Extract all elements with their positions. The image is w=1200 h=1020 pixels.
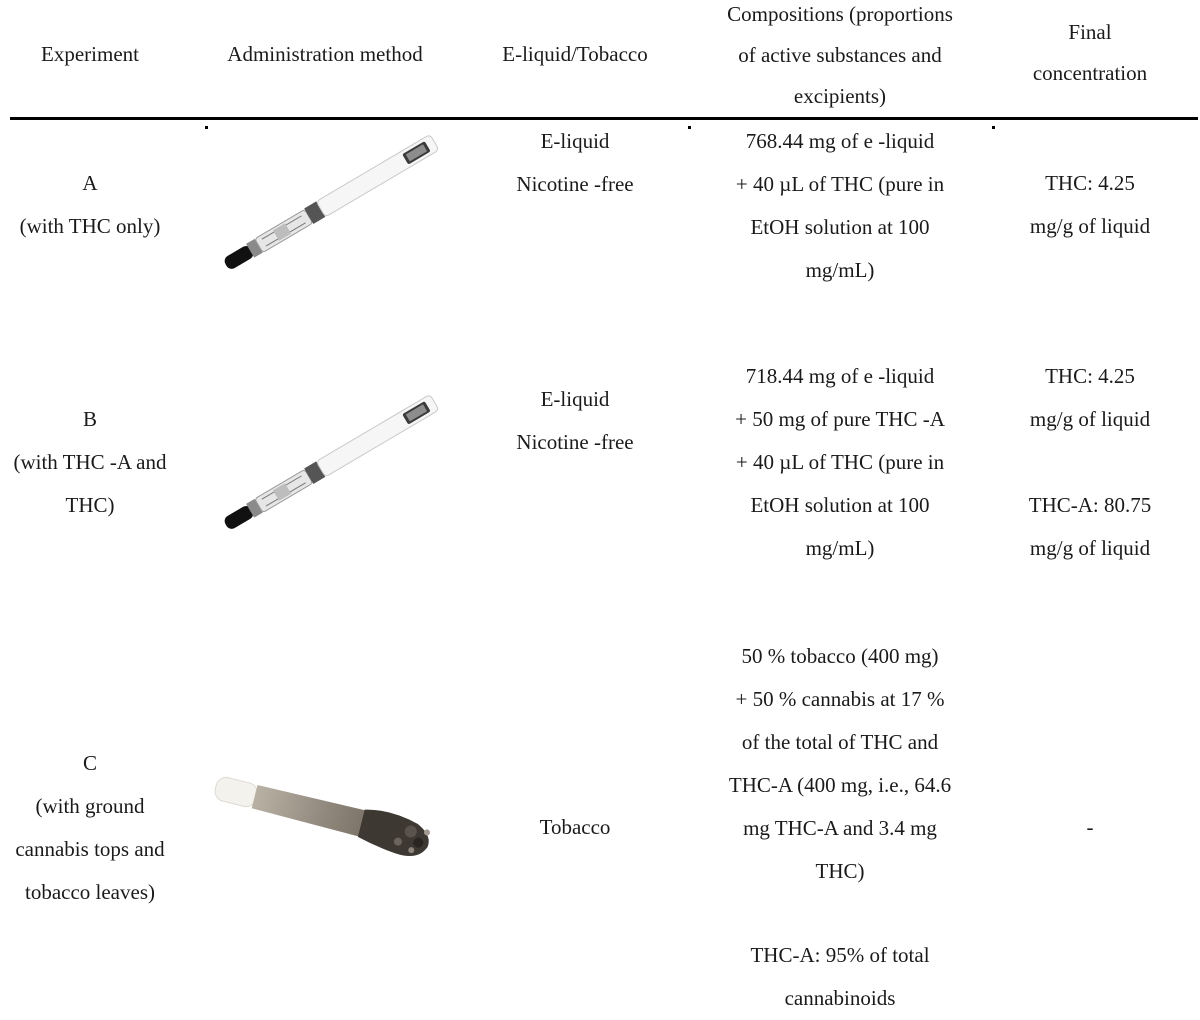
e-cigarette-pen-image [224, 135, 439, 269]
row-b-composition: 718.44 mg of e -liquid + 50 mg of pure T… [735, 364, 945, 560]
row-a-experiment: A (with THC only) [19, 171, 161, 238]
row-b-experiment: B (with THC -A and THC) [13, 407, 167, 517]
header-compositions: Compositions (proportions of active subs… [727, 2, 953, 108]
header-administration-method: Administration method [227, 42, 423, 66]
row-b-eliquid: E-liquid Nicotine -free [516, 387, 634, 454]
decorative-dot [992, 126, 995, 129]
row-c-experiment: C (with ground cannabis tops and tobacco… [15, 751, 165, 904]
decorative-dot [688, 126, 691, 129]
row-b-final-concentration: THC: 4.25 mg/g of liquid THC-A: 80.75 mg… [1028, 364, 1152, 560]
row-c-eliquid-tobacco: Tobacco [539, 815, 611, 839]
header-final-concentration: Final concentration [1032, 20, 1148, 85]
decorative-dot [205, 126, 208, 129]
row-c-final-concentration: - [1086, 815, 1094, 839]
header-experiment: Experiment [41, 42, 139, 66]
row-a-composition: 768.44 mg of e -liquid + 40 µL of THC (p… [735, 129, 945, 282]
header-eliquid-tobacco: E-liquid/Tobacco [502, 42, 648, 66]
joint-cigarette-image [214, 776, 431, 857]
row-c-composition: 50 % tobacco (400 mg) + 50 % cannabis at… [728, 644, 952, 1010]
e-cigarette-pen-image [224, 395, 439, 529]
row-a-final-concentration: THC: 4.25 mg/g of liquid [1029, 171, 1151, 238]
header-rule [10, 117, 1198, 120]
row-a-eliquid: E-liquid Nicotine -free [516, 129, 634, 196]
